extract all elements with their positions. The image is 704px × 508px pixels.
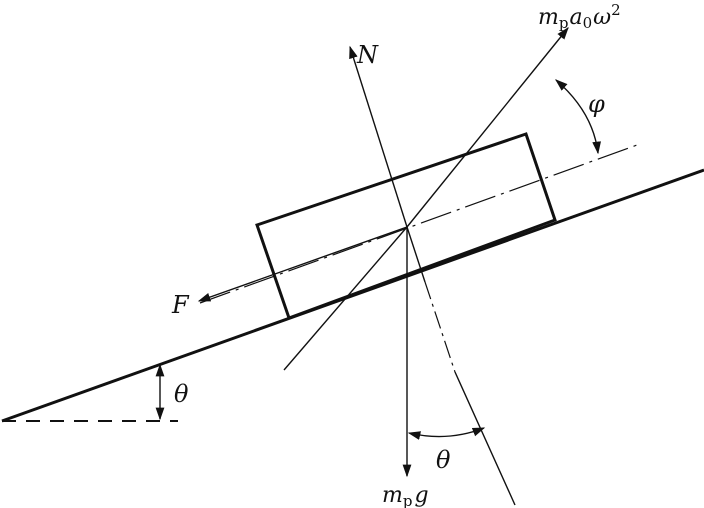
label-angle-theta-incline: θ (174, 380, 189, 408)
centrifugal-line-lower (283, 226, 408, 371)
label-gravity-m: m (382, 483, 403, 508)
label-gravity-g: g (414, 483, 428, 508)
label-gravity-sub: p (403, 492, 413, 508)
normal-line-lower-tail (454, 371, 516, 506)
label-centrifugal-exp: 2 (611, 1, 621, 19)
label-angle-phi: φ (588, 90, 605, 118)
block (255, 132, 557, 320)
label-friction-force: F (171, 291, 190, 319)
label-centrifugal-sub1: p (559, 14, 569, 32)
centrifugal-force-arrow (406, 27, 569, 228)
normal-force-arrow (349, 45, 408, 228)
label-centrifugal-a: a (569, 5, 582, 30)
label-centrifugal-omega: ω (593, 5, 611, 30)
friction-force-arrow (197, 226, 408, 302)
center-line-dashdot (199, 144, 638, 304)
normal-line-lower-solid (406, 226, 426, 283)
label-gravity: mpg (382, 483, 429, 508)
label-centrifugal: mpa0ω2 (538, 1, 621, 32)
normal-line-lower-dashdot (424, 281, 456, 373)
label-centrifugal-sub2: 0 (583, 14, 593, 32)
label-centrifugal-m: m (538, 5, 559, 30)
label-normal-force: N (356, 41, 379, 69)
angle-theta-bottom-arc (407, 427, 486, 440)
label-angle-theta-bottom: θ (436, 446, 451, 474)
angle-phi-arc (555, 79, 602, 155)
